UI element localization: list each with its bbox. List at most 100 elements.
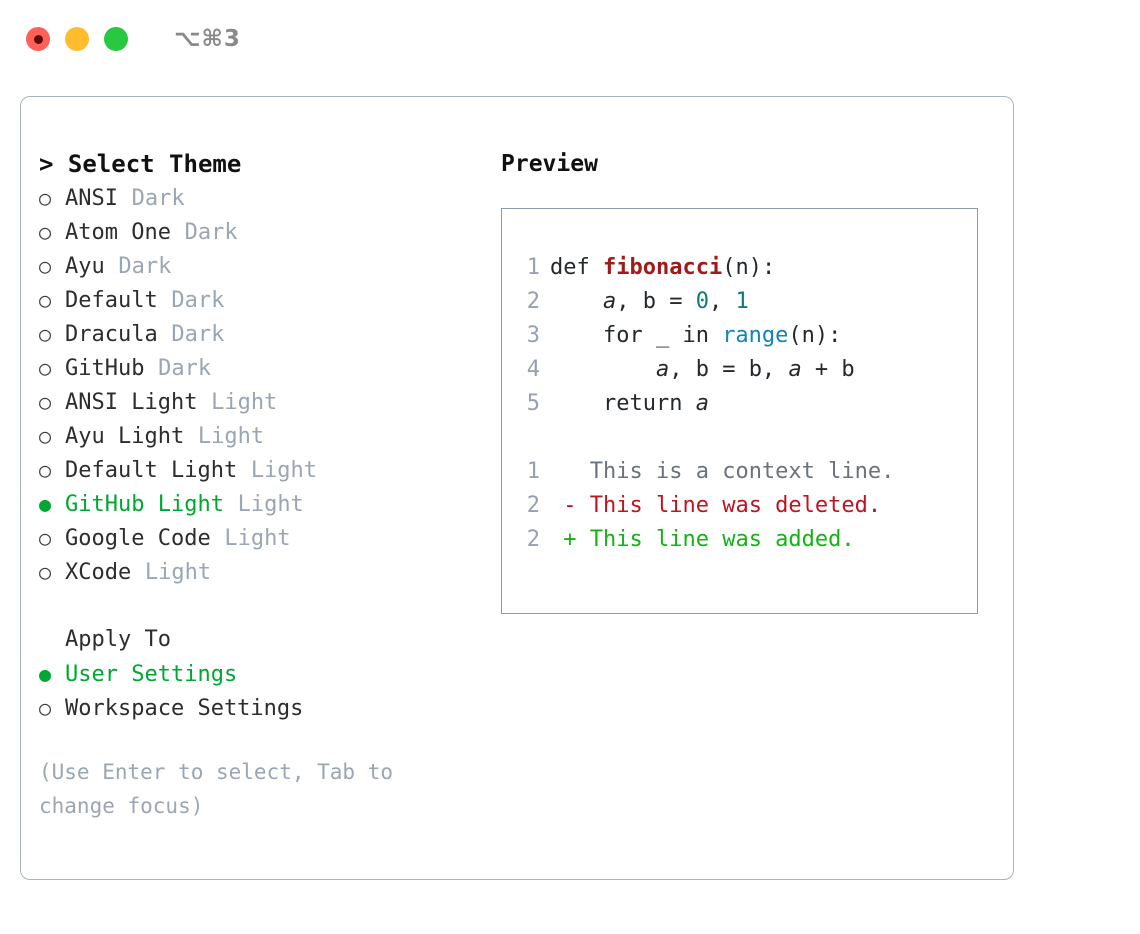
theme-option-ayu[interactable]: ○ Ayu Dark [39,249,479,283]
diff-marker: + [550,527,590,552]
line-number: 2 [526,289,540,314]
radio-unselected-icon: ○ [39,424,52,448]
code-token: a [695,391,709,416]
preview-heading: Preview [501,151,598,177]
apply-to-option-label: User Settings [65,662,238,687]
radio-unselected-icon: ○ [39,458,52,482]
radio-unselected-icon: ○ [39,356,52,380]
diff-text: This line was added. [589,527,855,552]
code-token: (n): [722,255,776,280]
radio-unselected-icon: ○ [39,390,52,414]
apply-to-list[interactable]: ● User Settings ○Workspace Settings [39,657,479,725]
theme-option-ansi-light[interactable]: ○ ANSI Light Light [39,385,479,419]
code-token: (n): [788,323,842,348]
traffic-light-group [26,27,128,51]
code-token: 0 [695,289,709,314]
list-spacer [39,589,479,623]
diff-text: This line was deleted. [589,493,882,518]
code-token: return [550,391,696,416]
theme-option-label: ANSI Light [65,390,198,415]
theme-option-github[interactable]: ○ GitHub Dark [39,351,479,385]
line-number: 1 [526,255,540,280]
radio-selected-icon: ● [39,492,52,516]
theme-variant-tag: Light [211,390,278,415]
code-token: a [788,357,802,382]
maximize-window-icon[interactable] [104,27,128,51]
theme-option-label: Ayu Light [65,424,185,449]
diff-line: 1 This is a context line. [516,455,895,489]
theme-variant-tag: Light [250,458,318,483]
theme-variant-tag: Dark [158,356,212,381]
code-line: 4 a, b = b, a + b [516,353,894,387]
title-bar: ⌥⌘3 [0,0,1140,78]
code-token: = [655,289,696,314]
radio-unselected-icon: ○ [39,220,52,244]
apply-to-option-user-settings[interactable]: ● User Settings [39,657,479,691]
radio-unselected-icon: ○ [39,288,52,312]
code-token [550,289,603,314]
code-token [550,357,656,382]
radio-unselected-icon: ○ [39,526,52,550]
apply-to-heading: Apply To [65,627,171,652]
radio-unselected-icon: ○ [39,254,52,278]
theme-option-label: Ayu [65,254,105,279]
diff-text: This is a context line. [589,459,895,484]
code-token: for _ in [550,323,723,348]
code-token: 1 [735,289,749,314]
theme-variant-tag: Light [224,526,291,551]
line-number: 3 [526,323,540,348]
theme-variant-tag: Dark [118,254,172,279]
code-token: fibonacci [602,255,723,280]
theme-variant-tag: Dark [171,322,225,347]
code-line: 3 for _ in range(n): [516,319,894,353]
select-theme-heading: > Select Theme [39,150,242,178]
theme-option-label: ANSI [65,186,118,211]
close-window-icon[interactable] [26,27,50,51]
code-token: range [722,323,789,348]
line-number: 4 [526,357,540,382]
keyboard-shortcut-label: ⌥⌘3 [174,26,241,52]
theme-option-google-code[interactable]: ○ Google Code Light [39,521,479,555]
code-line: 5 return a [516,387,894,421]
theme-option-label: GitHub [65,356,145,381]
theme-variant-tag: Light [197,424,265,449]
apply-to-option-workspace-settings[interactable]: ○Workspace Settings [39,691,479,725]
code-line: 1 def fibonacci(n): [516,251,894,285]
theme-variant-tag: Dark [131,186,185,211]
code-line: 2 a, b = 0, 1 [516,285,894,319]
line-number: 1 [526,459,540,484]
minimize-window-icon[interactable] [65,27,89,51]
code-token: , b = b, [669,357,789,382]
theme-option-label: Google Code [65,526,211,551]
line-number: 2 [526,493,540,518]
code-token: def [550,255,603,280]
theme-option-label: Default Light [65,458,238,483]
code-token: a [655,357,670,382]
theme-option-default-light[interactable]: ○ Default Light Light [39,453,479,487]
code-token: , [616,289,643,314]
theme-option-ayu-light[interactable]: ○ Ayu Light Light [39,419,479,453]
radio-unselected-icon: ○ [39,696,52,720]
theme-variant-tag: Dark [171,288,225,313]
code-token: b [642,289,656,314]
radio-unselected-icon: ○ [39,322,52,346]
code-token: , [708,289,736,314]
diff-line: 2 + This line was added. [516,523,894,557]
code-token: a [602,289,617,314]
theme-option-label: Atom One [65,220,171,245]
radio-selected-icon: ● [39,662,52,686]
line-number: 2 [526,527,540,552]
